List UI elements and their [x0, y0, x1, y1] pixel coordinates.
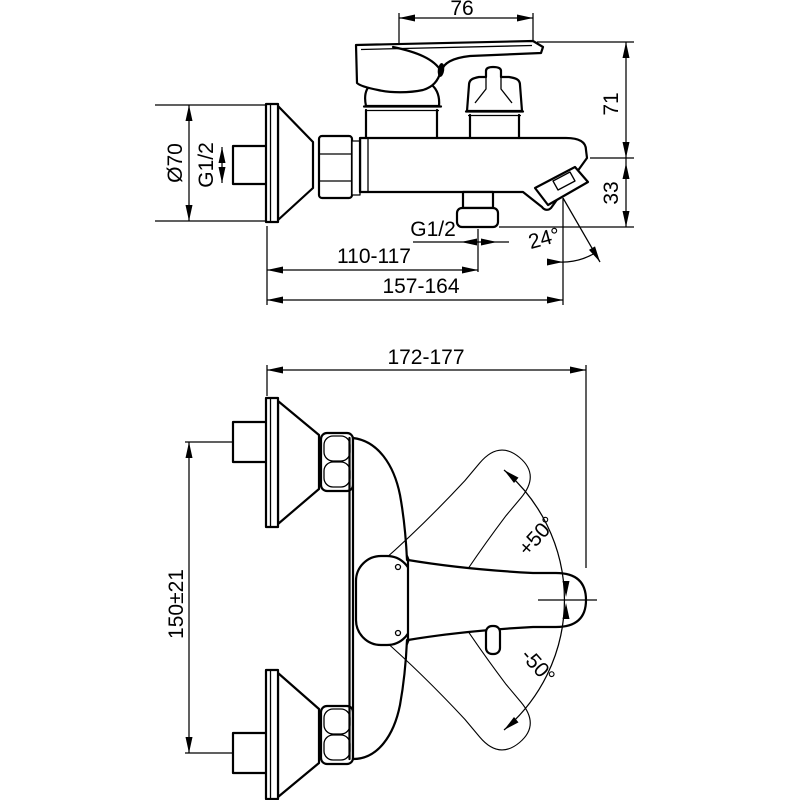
- side-view: 76 71 33 Ø70: [155, 0, 634, 305]
- dimension-heights: 71 33: [499, 41, 634, 228]
- dim-label-flange-diameter: Ø70: [164, 143, 187, 183]
- diverter-stem-plan: [484, 624, 502, 656]
- diverter-knob: [464, 65, 525, 140]
- cartridge-dome-plan: [354, 554, 414, 647]
- wall-connection-bottom: [231, 668, 355, 800]
- mixer-body-side: [358, 136, 589, 211]
- dimension-handle-length: 76: [398, 0, 534, 44]
- dim-label-33: 33: [600, 181, 623, 204]
- dimension-depths: 110-117 157-164: [266, 198, 564, 305]
- dimension-outlet-thread: G1/2: [410, 218, 509, 272]
- dim-label-172-177: 172-177: [387, 346, 464, 369]
- dim-label-157-164: 157-164: [382, 275, 459, 298]
- dim-label-76: 76: [450, 0, 473, 20]
- dim-label-71: 71: [600, 92, 623, 115]
- dim-label-150: 150±21: [165, 569, 188, 639]
- handle-lever-side: [354, 39, 545, 94]
- spout-aerator: [533, 165, 590, 207]
- dimension-inlet-centres: 150±21: [165, 441, 233, 754]
- dim-label-wall-thread: G1/2: [195, 142, 218, 188]
- dimension-flange-diameter: Ø70: [155, 104, 266, 222]
- dimension-wall-inlet-thread: G1/2: [195, 142, 226, 188]
- handle-ghost-up: [374, 449, 531, 620]
- dim-label-outlet-thread: G1/2: [410, 218, 456, 241]
- shower-outlet: [455, 190, 500, 229]
- wall-flange-side: [231, 102, 361, 224]
- screw-dot-top: [394, 563, 402, 571]
- handle-ghost-down: [374, 580, 531, 751]
- plan-view: +50° -50° 172-177 150±21: [165, 346, 597, 800]
- dimension-overall-depth: 172-177: [266, 346, 587, 568]
- dim-label-110-117: 110-117: [337, 245, 411, 268]
- screw-dot-bottom: [394, 629, 402, 637]
